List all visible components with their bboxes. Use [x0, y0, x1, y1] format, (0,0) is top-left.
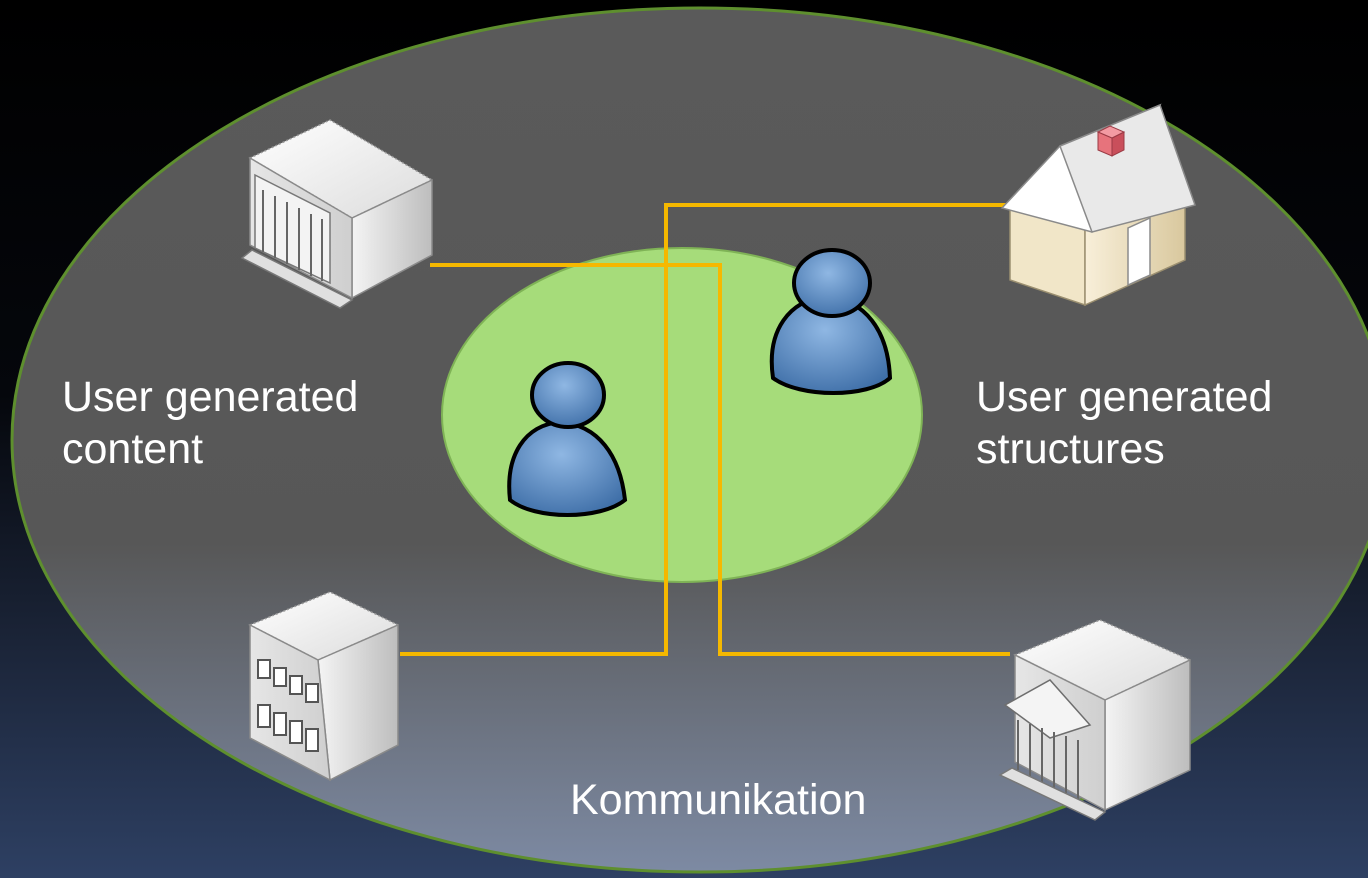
connector-lines — [400, 203, 1010, 656]
label-user-generated-structures: User generated structures — [976, 371, 1272, 475]
label-left-line2: content — [62, 425, 204, 473]
user-icon — [769, 248, 893, 395]
connector-content-to-institution — [430, 263, 1010, 656]
label-kommunikation: Kommunikation — [570, 774, 866, 826]
connector-office-to-house — [400, 203, 1010, 656]
house-icon — [1000, 103, 1196, 307]
user-icon — [507, 361, 628, 517]
label-bottom: Kommunikation — [570, 776, 867, 824]
label-right-line1: User generated — [976, 373, 1273, 421]
label-right-line2: structures — [976, 425, 1165, 473]
office-building-icon — [248, 591, 400, 782]
library-building-icon — [240, 119, 434, 309]
institution-building-icon — [998, 619, 1192, 821]
label-left-line1: User generated — [62, 373, 359, 421]
label-user-generated-content: User generated content — [62, 371, 358, 475]
